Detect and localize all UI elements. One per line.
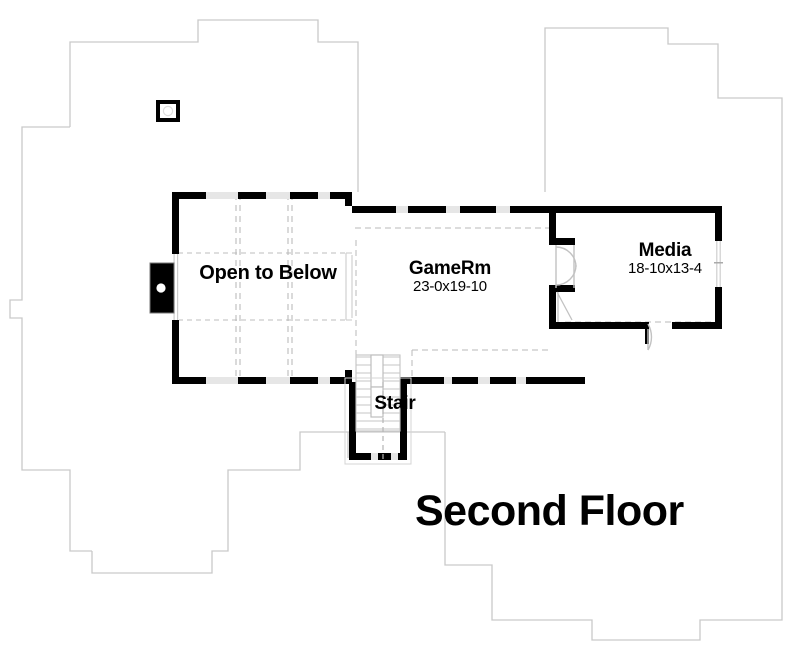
fireplace-icon <box>149 262 175 314</box>
room-label-gamerm: GameRm 23-0x19-10 <box>390 258 510 296</box>
door-leaf-media-lower <box>556 291 573 322</box>
wall-open-right <box>345 192 352 384</box>
door-swing-icon-double <box>555 245 577 288</box>
wall-stair <box>349 382 407 460</box>
room-name-stair: Stair <box>374 393 416 414</box>
plan-title: Second Floor <box>415 487 684 535</box>
wall-open-top-railing <box>172 192 352 199</box>
room-label-stair: Stair <box>355 393 435 414</box>
wall-gamerm-bottom <box>400 377 585 384</box>
stair-ghost-border <box>344 377 412 465</box>
chimney-icon <box>156 100 180 122</box>
room-name-media: Media <box>638 240 692 261</box>
room-name-open-to-below: Open to Below <box>199 262 337 284</box>
open-to-below-joists <box>235 194 293 384</box>
stair-handrail-icon <box>370 354 384 418</box>
wall-media-top <box>556 206 722 213</box>
wall-media-right <box>714 206 723 329</box>
wall-media-left <box>549 206 575 329</box>
room-label-open-to-below: Open to Below <box>178 262 358 284</box>
room-dimensions-media: 18-10x13-4 <box>628 260 702 278</box>
wall-media-bottom <box>556 322 722 344</box>
wall-open-bottom-railing <box>172 377 352 384</box>
door-swing-icon-media <box>647 323 653 351</box>
open-to-below-grid <box>178 252 352 321</box>
room-name-gamerm: GameRm <box>408 258 492 279</box>
ghost-footprint-outline <box>9 19 783 641</box>
room-dimensions-gamerm: 23-0x19-10 <box>413 278 487 296</box>
wall-gamerm-top <box>352 206 556 213</box>
room-label-media: Media 18-10x13-4 <box>595 240 735 278</box>
